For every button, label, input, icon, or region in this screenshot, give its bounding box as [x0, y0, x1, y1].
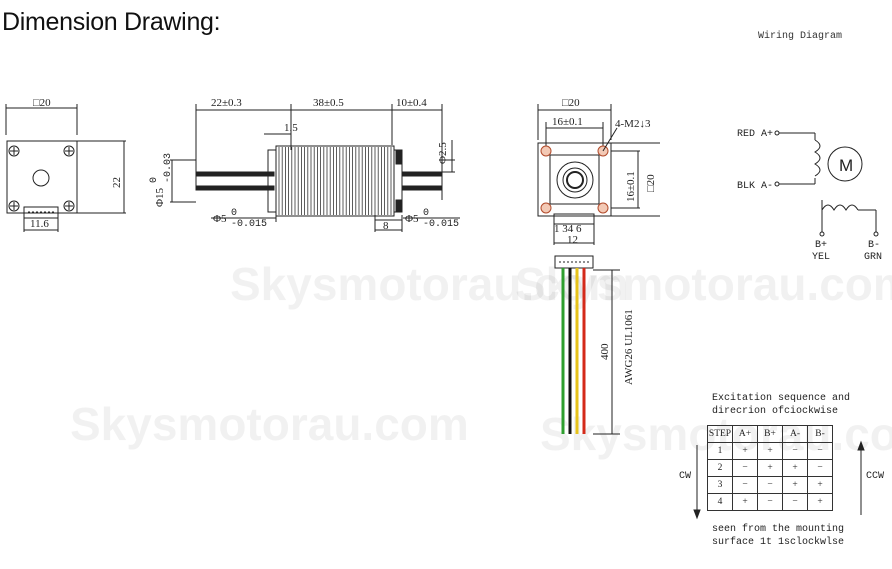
table-cell: − [782, 442, 808, 460]
table-cell: 2 [707, 459, 733, 477]
table-cell: + [807, 476, 833, 494]
len-body-label: 38±0.5 [313, 97, 344, 109]
watermark: Skysmotorau.com [515, 258, 892, 310]
page-title: Dimension Drawing: [2, 8, 221, 36]
table-header-row: STEP A+ B+ A- B- [707, 425, 833, 443]
excitation-caption-line: Excitation sequence and [712, 393, 851, 404]
wire-bplus-label: B+ [815, 240, 827, 251]
wiring-title: Wiring Diagram [758, 31, 843, 42]
wire-blk-label: BLK A- [737, 181, 773, 192]
end-width-label: □20 [562, 97, 580, 109]
pilot-tol-upper: 0 [149, 177, 160, 183]
lead-wires [561, 268, 586, 434]
pilot-dia-label: Φ15 [154, 187, 166, 207]
excitation-table: STEP A+ B+ A- B- 1 + + − − 2 − + + − 3 −… [707, 425, 833, 511]
column-header: B- [807, 425, 833, 443]
table-cell: + [782, 459, 808, 477]
table-cell: − [782, 493, 808, 511]
wire-yel-label: YEL [812, 252, 830, 263]
connector-width-label: 12 [567, 234, 578, 246]
table-cell: 1 [707, 442, 733, 460]
vert-size-label: □20 [645, 174, 657, 192]
pilot-tol-lower: -0.03 [163, 153, 174, 183]
table-cell: 4 [707, 493, 733, 511]
column-header: STEP [707, 425, 733, 443]
flange-label: 1.5 [284, 122, 298, 134]
excitation-footer-line: seen from the mounting [712, 524, 845, 535]
end-view [537, 104, 660, 435]
table-cell: − [732, 459, 758, 477]
excitation-footer-line: surface 1t 1sclockwlse [712, 537, 845, 548]
flat-len-label: 8 [383, 220, 389, 232]
wire-red-label: RED A+ [737, 129, 773, 140]
table-cell: 3 [707, 476, 733, 494]
wire-grn-label: GRN [864, 252, 882, 263]
table-cell: − [807, 459, 833, 477]
table-cell: + [757, 442, 783, 460]
table-cell: + [782, 476, 808, 494]
table-row: 3 − − + + [707, 476, 833, 494]
side-view [170, 104, 460, 232]
shaft-right-dia-label: Φ5 [405, 213, 419, 225]
cable-spec-label: AWG26 UL1061 [623, 309, 635, 385]
table-row: 2 − + + − [707, 459, 833, 477]
excitation-footer: seen from the mounting surface 1t 1scloc… [712, 523, 844, 549]
watermark: Skysmotorau.com [70, 398, 469, 450]
shaft-tol-upper: 0 [231, 208, 237, 219]
table-cell: + [757, 459, 783, 477]
excitation-caption-line: direcrion ofciockwise [712, 406, 839, 417]
shaft-tol-upper: 0 [423, 208, 429, 219]
thread-label: 4-M2↓3 [615, 118, 651, 130]
table-row: 1 + + − − [707, 442, 833, 460]
cw-label: CW [679, 471, 691, 482]
shaft-tol-lower: -0.015 [231, 219, 267, 230]
shaft-tol-lower: -0.015 [423, 219, 459, 230]
table-cell: − [757, 476, 783, 494]
table-cell: − [732, 476, 758, 494]
wiring-diagram [774, 130, 879, 237]
motor-symbol-label: M [839, 156, 853, 175]
column-header: B+ [757, 425, 783, 443]
front-width-label: □20 [33, 97, 51, 109]
table-row: 4 + − − + [707, 493, 833, 511]
shaft-left-dia-label: Φ5 [213, 213, 227, 225]
len-left-label: 22±0.3 [211, 97, 242, 109]
cable-length-label: 400 [599, 343, 611, 360]
table-cell: − [757, 493, 783, 511]
direction-arrows [693, 440, 865, 520]
motor-body-ribs [278, 147, 392, 215]
ccw-label: CCW [866, 471, 884, 482]
len-right-label: 10±0.4 [396, 97, 427, 109]
front-height-label: 22 [111, 177, 123, 188]
connector-width-label: 11.6 [30, 218, 49, 230]
wire-bminus-label: B- [868, 240, 880, 251]
hole-pitch-label: 16±0.1 [552, 116, 583, 128]
column-header: A- [782, 425, 808, 443]
front-view [5, 104, 126, 232]
table-cell: + [807, 493, 833, 511]
table-cell: + [732, 442, 758, 460]
table-cell: − [807, 442, 833, 460]
column-header: A+ [732, 425, 758, 443]
table-cell: + [732, 493, 758, 511]
pin-numbers: 1 34 6 [554, 223, 582, 235]
vert-pitch-label: 16±0.1 [625, 171, 637, 202]
rear-dia-label: Φ2.5 [437, 142, 449, 164]
excitation-caption: Excitation sequence and direcrion ofcioc… [712, 392, 850, 418]
